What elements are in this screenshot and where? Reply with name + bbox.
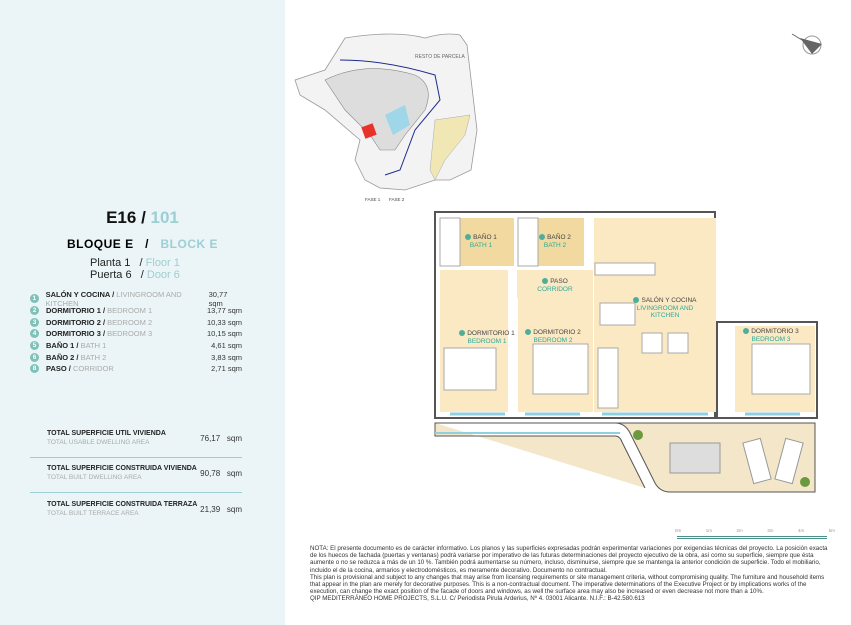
room-name: DORMITORIO 2 / BEDROOM 2 — [46, 317, 153, 327]
floor-label: Planta 1 / Floor 1 — [90, 257, 180, 269]
scale-tick: 0m — [675, 528, 682, 533]
divider — [30, 457, 242, 458]
room-row: 3 DORMITORIO 2 / BEDROOM 2 10,33 sqm — [30, 316, 242, 328]
room-area: 3,83 sqm — [211, 352, 242, 362]
room-name: PASO / CORRIDOR — [46, 364, 114, 374]
room-name: BAÑO 1 / BATH 1 — [46, 341, 107, 351]
info-panel — [0, 0, 285, 625]
plot-label: RESTO DE PARCELA — [415, 54, 465, 60]
block-title: BLOQUE E / BLOCK E — [66, 237, 219, 251]
room-number: 6 — [30, 352, 39, 362]
room-row: 4 DORMITORIO 3 / BEDROOM 3 10,15 sqm — [30, 328, 242, 340]
unit-highlight — [361, 123, 377, 139]
room-area: 10,33 sqm — [206, 317, 242, 327]
door-label: Puerta 6 / Door 6 — [90, 269, 180, 281]
room-area: 13,77 sqm — [206, 306, 242, 316]
room-area: 10,15 sqm — [206, 329, 242, 339]
room-name: BAÑO 2 / BATH 2 — [46, 352, 107, 362]
room-number: 2 — [30, 306, 39, 316]
phase1-label: FASE 1 — [365, 197, 381, 202]
scale-tick: 5m — [828, 528, 835, 533]
floor-plan — [434, 211, 818, 493]
room-row: 5 BAÑO 1 / BATH 1 4,61 sqm — [30, 340, 242, 352]
room-row: 1 SALÓN Y COCINA / LIVINGROOM AND KITCHEN… — [30, 289, 242, 308]
room-row: 6 BAÑO 2 / BATH 2 3,83 sqm — [30, 351, 242, 363]
room-area: 4,61 sqm — [211, 341, 242, 351]
room-name: DORMITORIO 1 / BEDROOM 1 — [46, 306, 153, 316]
room-number: 1 — [30, 294, 39, 304]
plan-label-corridor: 8PASOCORRIDOR — [537, 278, 573, 293]
scale-tick: 2m — [736, 528, 743, 533]
room-row: 8 PASO / CORRIDOR 2,71 sqm — [30, 363, 242, 375]
room-list: 1 SALÓN Y COCINA / LIVINGROOM AND KITCHEN… — [30, 289, 242, 375]
room-number: 4 — [30, 329, 39, 339]
scale-tick: 3m — [767, 528, 774, 533]
room-row: 2 DORMITORIO 1 / BEDROOM 1 13,77 sqm — [30, 305, 242, 317]
scale-bar: 0m 1m 2m 3m 4m 5m — [675, 528, 835, 542]
room-name: SALÓN Y COCINA / LIVINGROOM AND KITCHEN — [45, 289, 182, 308]
divider — [30, 492, 242, 493]
phase2-label: FASE 2 — [389, 197, 405, 202]
disclaimer: NOTA: El presente documento es de caráct… — [310, 545, 828, 603]
room-area: 2,71 sqm — [211, 364, 242, 374]
room-number: 3 — [30, 317, 39, 327]
room-number: 5 — [30, 341, 39, 351]
room-number: 8 — [30, 364, 39, 374]
room-area: 30,77 sqm — [208, 289, 228, 308]
site-plan: RESTO DE PARCELA FASE 1 FASE 2 — [294, 33, 478, 202]
unit-title: E16 / 101 — [106, 208, 179, 227]
scale-tick: 4m — [797, 528, 805, 533]
scale-tick: 1m — [705, 528, 712, 533]
room-name: DORMITORIO 3 / BEDROOM 3 — [46, 329, 153, 339]
north-arrow-icon — [791, 33, 822, 55]
